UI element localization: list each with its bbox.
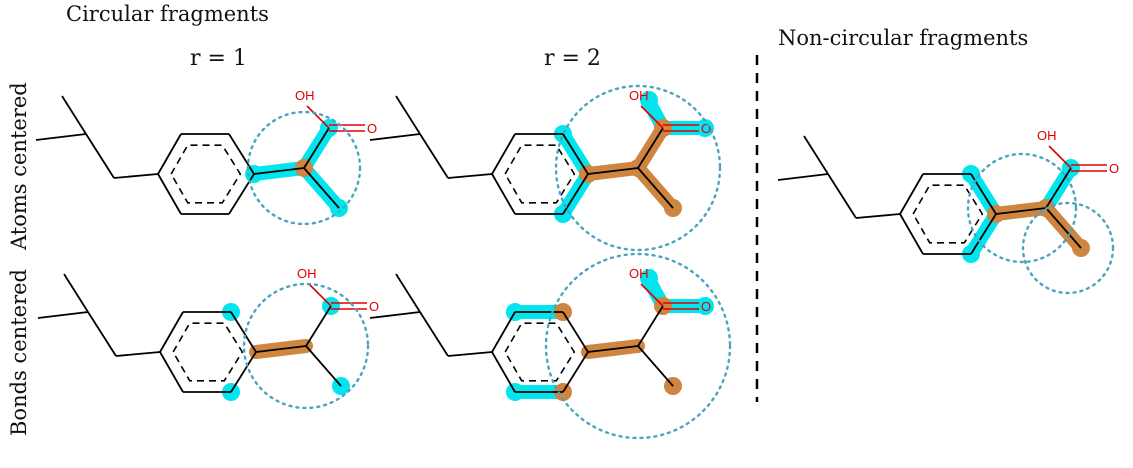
bond bbox=[35, 133, 87, 141]
bond bbox=[369, 311, 421, 319]
bond bbox=[113, 173, 159, 179]
bond bbox=[85, 133, 115, 179]
radius-circle bbox=[246, 110, 362, 226]
bond bbox=[562, 173, 589, 215]
aromatic-ring bbox=[504, 322, 576, 382]
panel-bonds-r2: OH O bbox=[369, 252, 732, 440]
radius-2-label: r = 2 bbox=[544, 46, 601, 71]
bond bbox=[447, 173, 493, 179]
radius-circle bbox=[544, 252, 732, 440]
bond bbox=[637, 345, 674, 387]
bond bbox=[115, 351, 161, 357]
aromatic-ring bbox=[912, 184, 984, 244]
bond bbox=[562, 133, 589, 175]
radius-1-label: r = 1 bbox=[190, 46, 247, 71]
bond bbox=[970, 213, 997, 255]
bond bbox=[230, 351, 257, 393]
bond bbox=[491, 311, 516, 353]
hydroxyl-label: OH bbox=[295, 88, 315, 103]
bond bbox=[230, 311, 257, 353]
bond bbox=[255, 345, 307, 353]
bond bbox=[369, 133, 421, 141]
bond bbox=[305, 305, 332, 347]
radius-circle bbox=[966, 152, 1078, 264]
circular-heading: Circular fragments bbox=[66, 2, 269, 26]
oh-bond bbox=[306, 105, 330, 129]
bond bbox=[395, 95, 421, 135]
bond bbox=[157, 173, 182, 215]
oh-bond bbox=[640, 105, 664, 129]
bonds-centered-row-label: Bonds centered bbox=[7, 269, 31, 436]
radius-circle bbox=[554, 84, 722, 252]
hydroxyl-label: OH bbox=[297, 266, 317, 281]
bond bbox=[562, 311, 589, 353]
hydroxyl-label: OH bbox=[629, 266, 649, 281]
bond bbox=[159, 351, 184, 393]
panel-atoms-r2: OH O bbox=[369, 84, 722, 252]
bond bbox=[447, 351, 493, 357]
highlight-atom bbox=[696, 297, 714, 315]
carbonyl-oxygen-label: O bbox=[1109, 161, 1119, 176]
non-circular-heading: Non-circular fragments bbox=[778, 26, 1028, 50]
bond bbox=[159, 311, 184, 353]
bond bbox=[637, 167, 674, 209]
bond bbox=[61, 95, 87, 135]
bond bbox=[1045, 167, 1072, 209]
oh-bond bbox=[1048, 145, 1072, 169]
hydroxyl-label: OH bbox=[629, 88, 649, 103]
highlight-atom bbox=[696, 119, 714, 137]
bond bbox=[395, 273, 421, 313]
bond bbox=[37, 311, 89, 319]
panel-atoms-r1: OH O bbox=[35, 88, 377, 226]
bond bbox=[855, 213, 901, 219]
panel-bonds-r1: OH O bbox=[37, 266, 379, 410]
bond bbox=[827, 173, 857, 219]
bond bbox=[228, 133, 255, 175]
bond bbox=[491, 173, 516, 215]
bond bbox=[63, 273, 89, 313]
bond bbox=[419, 133, 449, 179]
highlight-atom bbox=[640, 269, 658, 287]
bond bbox=[777, 173, 829, 181]
bond bbox=[637, 305, 664, 347]
atoms-centered-row-label: Atoms centered bbox=[7, 82, 31, 251]
bond bbox=[587, 345, 639, 353]
carbonyl-oxygen-label: O bbox=[701, 299, 711, 314]
bond bbox=[1045, 207, 1082, 249]
carbonyl-oxygen-label: O bbox=[701, 121, 711, 136]
bond bbox=[305, 345, 342, 387]
aromatic-ring bbox=[172, 322, 244, 382]
radius-circle bbox=[1021, 201, 1115, 295]
bond bbox=[899, 213, 924, 255]
oh-bond bbox=[640, 283, 664, 307]
carbonyl-oxygen-label: O bbox=[367, 121, 377, 136]
bond bbox=[303, 167, 340, 209]
carbonyl-oxygen-label: O bbox=[369, 299, 379, 314]
radius-circle bbox=[242, 282, 370, 410]
bond bbox=[491, 133, 516, 175]
bond bbox=[587, 167, 639, 175]
bond bbox=[562, 351, 589, 393]
bond bbox=[995, 207, 1047, 215]
bond bbox=[491, 351, 516, 393]
panel-non-circular: OH O bbox=[777, 128, 1119, 295]
bond bbox=[637, 127, 664, 169]
hydroxyl-label: OH bbox=[1037, 128, 1057, 143]
molecule-panels: OH O OH O OH O OH O OH O bbox=[35, 84, 1119, 440]
bond bbox=[419, 311, 449, 357]
highlight-atom bbox=[640, 91, 658, 109]
bond bbox=[303, 127, 330, 169]
aromatic-ring bbox=[504, 144, 576, 204]
bond bbox=[899, 173, 924, 215]
aromatic-ring bbox=[170, 144, 242, 204]
bond bbox=[87, 311, 117, 357]
oh-bond bbox=[308, 283, 332, 307]
bond bbox=[803, 135, 829, 175]
bond bbox=[157, 133, 182, 175]
bond bbox=[253, 167, 305, 175]
